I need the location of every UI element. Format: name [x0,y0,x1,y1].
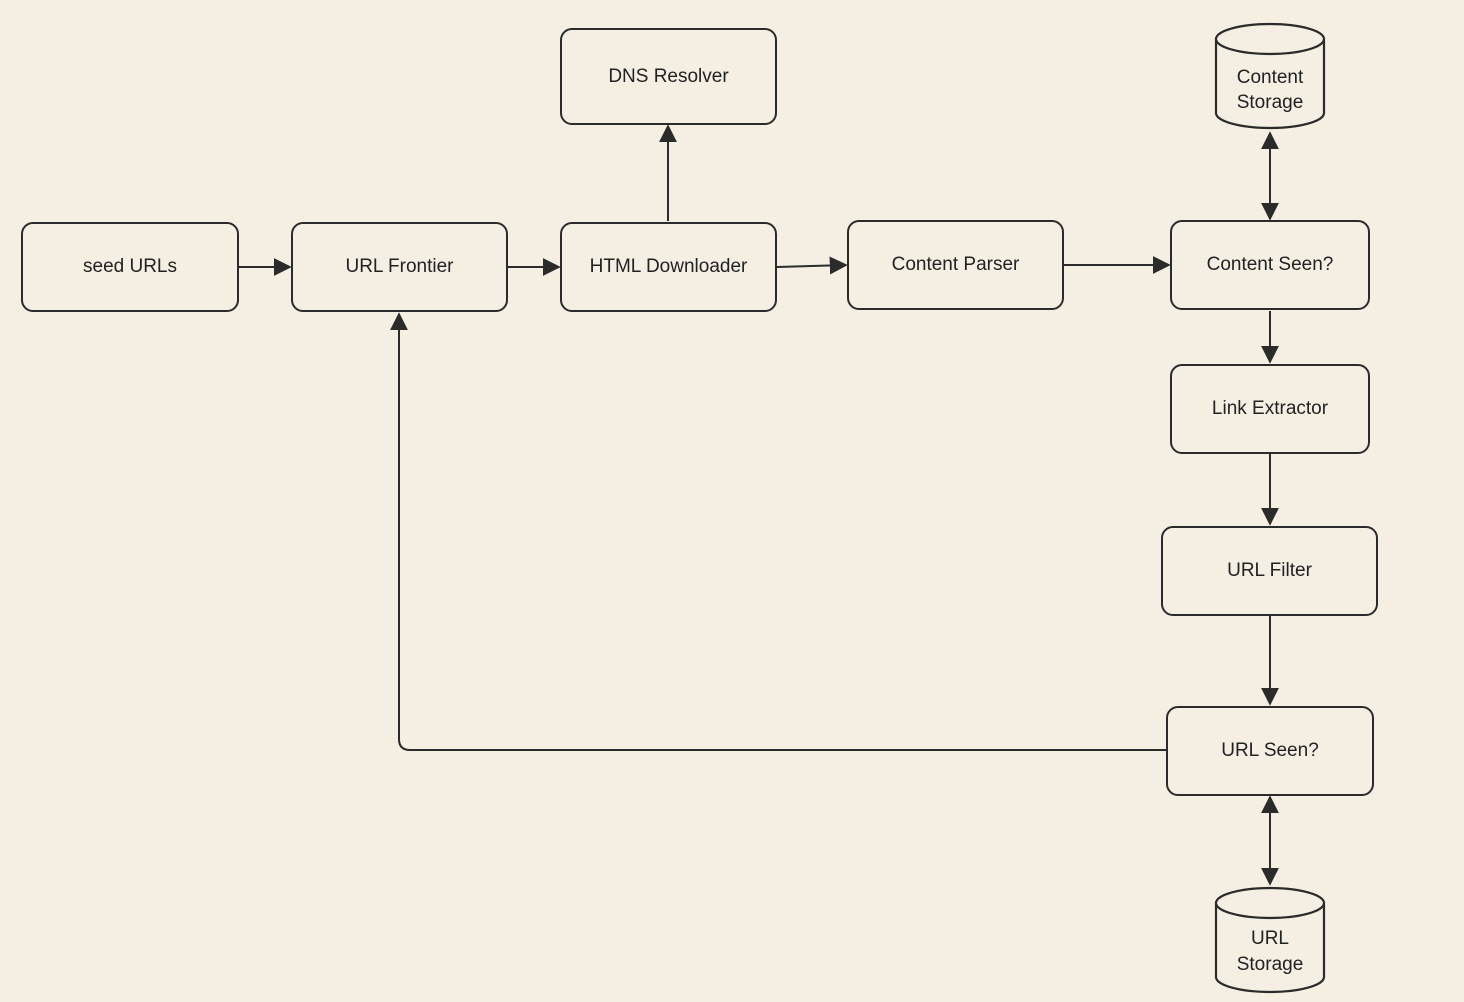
url-storage-label-line1: URL [1250,928,1289,949]
content-storage-label-line2: Storage [1236,92,1304,113]
database-icon [1214,22,1326,130]
edge-downloader-to-parser [776,256,848,275]
html-downloader-node: HTML Downloader [560,222,777,312]
dns-resolver-node: DNS Resolver [560,28,777,125]
url-frontier-node: URL Frontier [291,222,508,312]
content-storage-label-line1: Content [1236,67,1304,88]
edge-url-seen-to-frontier [390,312,1166,751]
url-storage-label-line2: Storage [1236,954,1304,975]
content-parser-node: Content Parser [847,220,1064,310]
content-storage-database: Content Storage [1214,22,1326,130]
url-seen-node: URL Seen? [1166,706,1374,796]
url-filter-node: URL Filter [1161,526,1378,616]
seed-urls-node: seed URLs [21,222,239,312]
content-seen-node: Content Seen? [1170,220,1370,310]
link-extractor-node: Link Extractor [1170,364,1370,454]
url-storage-database: URL Storage [1214,886,1326,994]
database-icon [1214,886,1326,994]
